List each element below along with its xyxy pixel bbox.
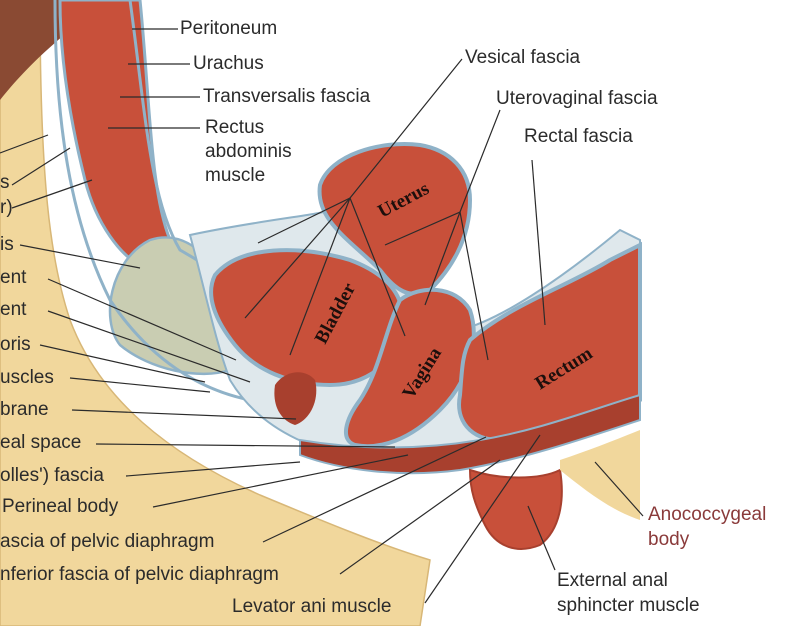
label-left-1: s <box>0 173 10 193</box>
label-external-anal-line2: sphincter muscle <box>557 596 700 616</box>
label-perineal-body: Perineal body <box>2 497 118 517</box>
label-urachus: Urachus <box>193 54 264 74</box>
label-levator-ani: Levator ani muscle <box>232 597 391 617</box>
label-left-5: ent <box>0 300 26 320</box>
label-peritoneum: Peritoneum <box>180 19 277 39</box>
label-anococcygeal-line1: Anococcygeal <box>648 505 766 525</box>
label-transversalis-fascia: Transversalis fascia <box>203 87 370 107</box>
label-superior-fascia-pelvic-diaphragm: ascia of pelvic diaphragm <box>0 532 214 552</box>
label-left-2: r) <box>0 198 13 218</box>
label-left-10: olles') fascia <box>0 466 104 486</box>
label-uterovaginal-fascia: Uterovaginal fascia <box>496 89 658 109</box>
label-rectus-line1: Rectus <box>205 118 264 138</box>
label-left-3: is <box>0 235 14 255</box>
label-left-7: uscles <box>0 368 54 388</box>
label-left-4: ent <box>0 268 26 288</box>
label-rectus-line2: abdominis <box>205 142 292 162</box>
label-rectus-line3: muscle <box>205 166 265 186</box>
external-anal-sphincter-shape <box>470 470 562 549</box>
label-left-6: oris <box>0 335 31 355</box>
label-external-anal-line1: External anal <box>557 571 668 591</box>
label-inferior-fascia-pelvic-diaphragm: nferior fascia of pelvic diaphragm <box>0 565 279 585</box>
label-vesical-fascia: Vesical fascia <box>465 48 580 68</box>
anococcygeal-region <box>560 430 640 520</box>
label-left-9: eal space <box>0 433 81 453</box>
label-rectal-fascia: Rectal fascia <box>524 127 633 147</box>
label-left-8: brane <box>0 400 49 420</box>
rectus-abdominis-shape <box>60 0 171 270</box>
label-anococcygeal-line2: body <box>648 530 689 550</box>
